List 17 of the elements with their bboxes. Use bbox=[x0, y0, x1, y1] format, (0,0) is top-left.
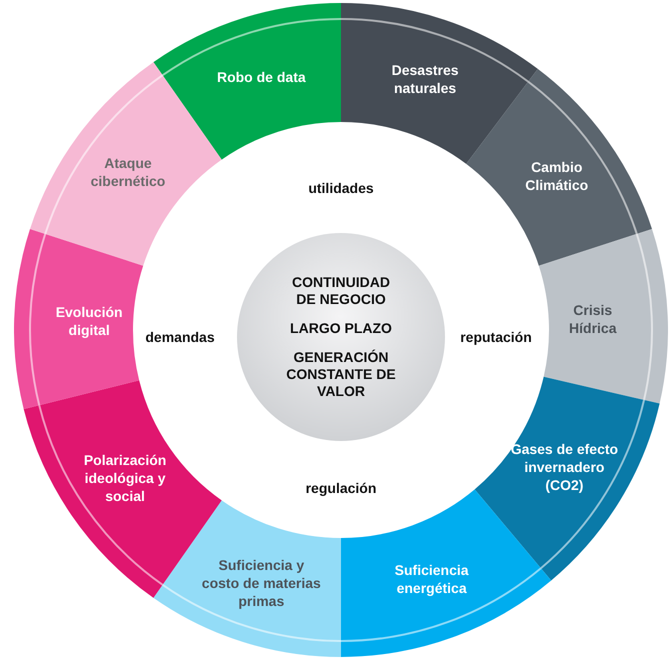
segment-label: Cambio Climático bbox=[524, 158, 590, 194]
segment-label: Suficiencia energética bbox=[394, 561, 470, 598]
segment-label: Robo de data bbox=[216, 68, 306, 86]
segment-label: Polarización ideológica y social bbox=[82, 451, 168, 506]
center-text: GENERACIÓN CONSTANTE DE VALOR bbox=[285, 349, 397, 400]
ring-label: utilidades bbox=[308, 180, 374, 196]
ring-label: reputación bbox=[460, 329, 532, 345]
segment-label: Gases de efecto invernadero (CO2) bbox=[510, 440, 620, 494]
segment-label: Ataque cibernético bbox=[90, 154, 166, 190]
center-text: LARGO PLAZO bbox=[289, 320, 393, 337]
segment-label: Crisis Hídrica bbox=[568, 301, 618, 337]
ring-label: regulación bbox=[306, 480, 376, 496]
segment-label: Suficiencia y costo de materias primas bbox=[201, 556, 322, 610]
segment-label: Evolución digital bbox=[54, 303, 124, 340]
center-text: CONTINUIDAD DE NEGOCIO bbox=[291, 274, 391, 308]
ring-label: demandas bbox=[145, 329, 215, 345]
segment-label: Desastres naturales bbox=[390, 60, 460, 97]
